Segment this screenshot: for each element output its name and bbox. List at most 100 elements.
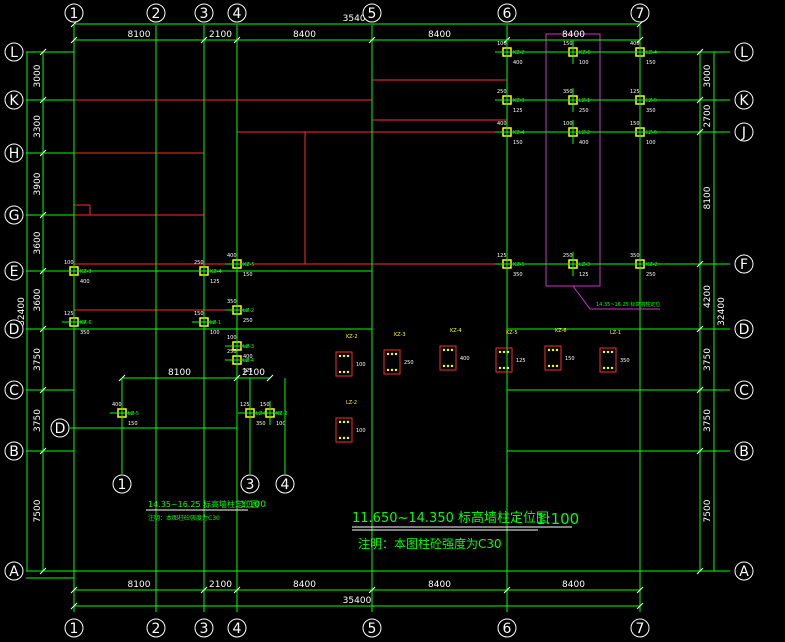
dim-label: 8400	[428, 30, 451, 40]
axis-bubble-bottom-6: 6	[497, 618, 517, 638]
column-offset-label-2: 250	[579, 108, 589, 114]
detail-dim: 400	[460, 356, 470, 362]
column-tag: KZ-4	[513, 130, 525, 136]
detail-tag: LZ-1	[610, 330, 621, 336]
column-tag: KZ-6	[80, 320, 92, 326]
detail-dim: 150	[565, 356, 575, 362]
rebar-dot	[602, 366, 606, 370]
bubble-label: A	[9, 564, 19, 580]
column-offset-label-2: 350	[80, 330, 90, 336]
axis-bubble-left-B: B	[4, 441, 24, 461]
dim-label: 8400	[293, 580, 316, 590]
bubble-label: 4	[233, 6, 242, 22]
column-offset-label: 250	[563, 253, 573, 259]
dim-vlabel: 7500	[703, 499, 713, 522]
local-bubble-3: 3	[240, 474, 260, 494]
axis-bubble-top-2: 2	[146, 3, 166, 23]
bubble-circle	[734, 254, 754, 274]
rebar-dot	[342, 436, 346, 440]
axis-bubble-right-A: A	[734, 561, 754, 581]
column-tag: KZ-5	[243, 262, 255, 268]
detail-outline	[335, 417, 353, 443]
column-markers: KZ-2100400KZ-3250125KZ-4400150KZ-5125350…	[62, 40, 658, 427]
rebar-dot	[386, 352, 390, 356]
dim-label: 2100	[209, 580, 232, 590]
dim-tick	[696, 96, 704, 104]
bubble-label: 5	[368, 6, 377, 22]
rebar-dot	[442, 348, 446, 352]
dim-vtotal-label: 32400	[17, 297, 27, 326]
dim-tick	[266, 374, 274, 382]
bubble-label: 6	[503, 621, 512, 637]
dim-vlabel: 3750	[703, 348, 713, 371]
column-tag: LZ-6	[646, 130, 657, 136]
bubble-circle	[146, 618, 166, 638]
axis-bubble-top-3: 3	[194, 3, 214, 23]
bubble-circle	[4, 90, 24, 110]
axis-bubble-right-C: C	[734, 380, 754, 400]
column-offset-label-2: 350	[646, 108, 656, 114]
column-offset-label: 350	[630, 253, 640, 259]
column-offset-label-2: 125	[210, 279, 220, 285]
dim-tick	[39, 567, 47, 575]
bubble-label: D	[55, 421, 66, 437]
bubble-circle	[497, 618, 517, 638]
rebar-dot	[442, 364, 446, 368]
rebar-dot	[446, 348, 450, 352]
rebar-dot	[502, 366, 506, 370]
column-offset-label-2: 125	[513, 108, 523, 114]
column-offset-label-2: 125	[579, 272, 589, 278]
dim-vlabel: 7500	[33, 499, 43, 522]
bubble-circle	[497, 3, 517, 23]
dim-tick	[39, 96, 47, 104]
column-offset-label: 400	[630, 41, 640, 47]
rebar-dot	[498, 366, 502, 370]
bubble-label: D	[739, 322, 750, 338]
column-tag: LZ-4	[243, 358, 254, 364]
column-offset-label-2: 400	[243, 354, 253, 360]
drawing-title: 11.650~14.350 标高墙柱定位图	[352, 510, 549, 526]
dim-tick	[200, 36, 208, 44]
bubble-circle	[4, 319, 24, 339]
local-bubble-4: 4	[275, 474, 295, 494]
axis-bubble-top-4: 4	[227, 3, 247, 23]
bubble-label: 3	[246, 477, 255, 493]
axis-bubble-right-D: D	[734, 319, 754, 339]
rebar-dot	[338, 420, 342, 424]
detail-outline	[599, 347, 617, 373]
bubble-label: 4	[281, 477, 290, 493]
column-offset-label-2: 400	[80, 279, 90, 285]
dim-vlabel: 2700	[703, 104, 713, 127]
column-offset-label: 100	[497, 41, 507, 47]
rebar-dot	[602, 350, 606, 354]
dim-tick	[368, 36, 376, 44]
detail-outline	[439, 345, 457, 371]
axis-bubble-right-B: B	[734, 441, 754, 461]
column-offset-label: 125	[497, 253, 507, 259]
column-detail-sections: KZ-2100KZ-3250KZ-4400KZ-5125KZ-6150LZ-13…	[335, 328, 630, 443]
bubble-circle	[734, 42, 754, 62]
column-tag: KZ-6	[579, 50, 591, 56]
bubble-circle	[4, 205, 24, 225]
detail-dim: 250	[404, 360, 414, 366]
rebar-dot	[446, 364, 450, 368]
bubble-circle	[734, 380, 754, 400]
bubble-label: B	[9, 444, 19, 460]
dim-tick	[39, 149, 47, 157]
rebar-dot	[346, 354, 350, 358]
column-offset-label: 125	[240, 402, 250, 408]
dim-tick	[696, 128, 704, 136]
detail-outline	[544, 345, 562, 371]
axis-bubble-left-D: D	[4, 319, 24, 339]
bubble-circle	[4, 561, 24, 581]
